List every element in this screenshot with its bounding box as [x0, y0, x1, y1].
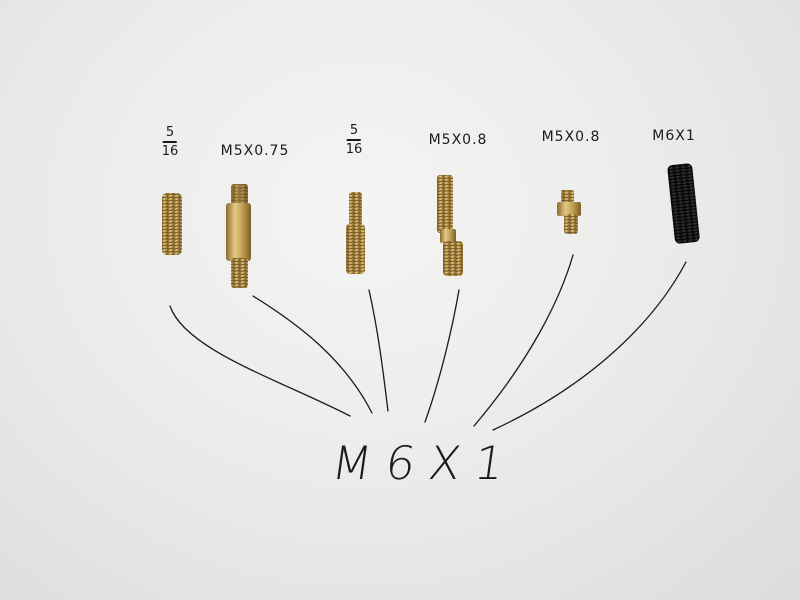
connector-lines: [169, 254, 687, 431]
part-1-screw: [162, 193, 182, 255]
label-part-1: 5 16: [162, 126, 179, 158]
part-6-screw: [667, 163, 700, 244]
part-3-screw: [346, 192, 365, 274]
fraction-numerator: 5: [349, 123, 359, 138]
label-part-3: 5 16: [346, 124, 363, 156]
fraction-bar: [162, 141, 177, 143]
label-part-6: M6X1: [652, 128, 696, 144]
fraction-bar: [346, 139, 361, 141]
label-part-4: M5X0.8: [428, 132, 488, 148]
part-4-screw: [437, 175, 463, 276]
fraction-numerator: 5: [165, 125, 175, 140]
common-thread-label: M6X1: [328, 436, 522, 490]
part-2-screw: [226, 184, 251, 288]
fraction-denominator: 16: [345, 141, 363, 157]
fraction-denominator: 16: [161, 143, 179, 159]
part-5-screw: [557, 190, 581, 234]
label-part-5: M5X0.8: [541, 129, 601, 145]
label-part-2: M5X0.75: [220, 143, 290, 159]
